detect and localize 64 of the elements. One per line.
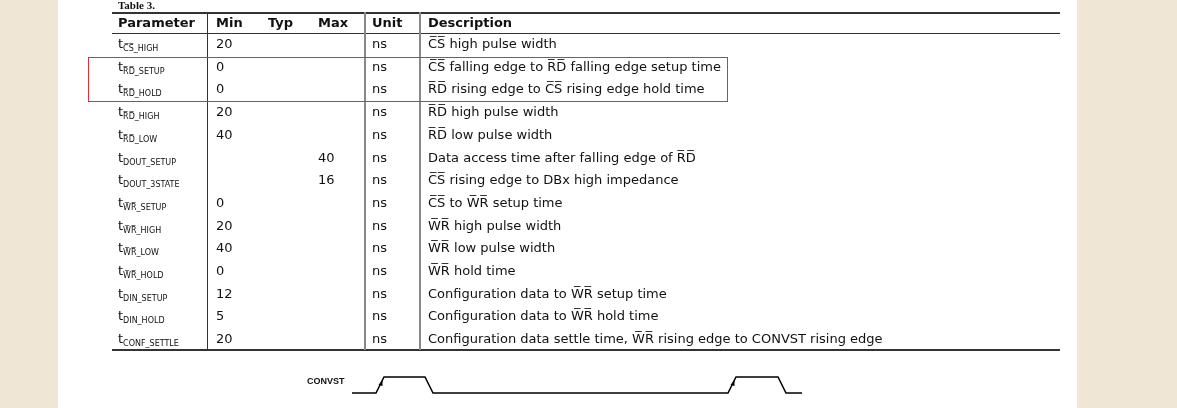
column-header: Typ — [268, 15, 294, 31]
signal-label: CONVST — [307, 376, 345, 387]
parameter-name: t$_{C̅S̅_HIGH}$ — [118, 36, 159, 55]
table-value: ns — [372, 285, 387, 302]
parameter-name: t$_{DIN_HOLD}$ — [118, 308, 165, 328]
column-header: Unit — [372, 15, 403, 31]
parameter-name: t$_{W̅R̅_SETUP}$ — [118, 194, 167, 214]
table-value: 16 — [318, 172, 335, 189]
parameter-name: t$_{W̅R̅_LOW}$ — [118, 240, 159, 260]
table-value: ns — [372, 36, 387, 52]
column-header: Parameter — [118, 15, 195, 31]
column-header: Description — [428, 15, 513, 31]
table-value: 20 — [216, 331, 233, 348]
table-value: ns — [372, 331, 387, 348]
table-value: ns — [372, 126, 387, 143]
table-value: ns — [372, 194, 387, 211]
table-value: 5 — [216, 308, 225, 325]
description-text: C̅S̅ to W̅R̅ setup time — [428, 194, 563, 211]
table-value: 0 — [216, 263, 225, 279]
table-value: 40 — [318, 149, 335, 166]
parameter-name: t$_{R̅D̅_SETUP}$ — [118, 58, 165, 78]
table-value: 12 — [216, 285, 233, 302]
table-title: Table 3. — [118, 0, 155, 11]
table-value: ns — [372, 149, 387, 166]
description-text: W̅R̅ hold time — [428, 263, 516, 279]
parameter-name: t$_{W̅R̅_HOLD}$ — [118, 263, 164, 282]
column-header: Min — [216, 15, 243, 31]
description-text: Data access time after falling edge of R̅D̅ — [428, 149, 696, 166]
description-text: R̅D̅ rising edge to C̅S̅ rising edge hold time — [428, 81, 705, 98]
description-text: Configuration data settle time, W̅R̅ rising edge to CONVST rising edge — [428, 331, 883, 348]
table-value: 20 — [216, 217, 233, 234]
parameter-name: t$_{R̅D̅_HOLD}$ — [118, 81, 162, 101]
parameter-name: t$_{R̅D̅_LOW}$ — [118, 126, 158, 146]
table-value: ns — [372, 58, 387, 75]
description-text: R̅D̅ high pulse width — [428, 104, 559, 121]
parameter-name: t$_{W̅R̅_HIGH}$ — [118, 217, 162, 237]
description-text: R̅D̅ low pulse width — [428, 126, 553, 143]
table-value: 0 — [216, 194, 225, 211]
table-value: ns — [372, 104, 387, 121]
table-value: ns — [372, 240, 387, 257]
description-text: Configuration data to W̅R̅ hold time — [428, 308, 659, 325]
table-value: 20 — [216, 36, 233, 52]
parameter-name: t$_{R̅D̅_HIGH}$ — [118, 104, 160, 124]
description-text: W̅R̅ low pulse width — [428, 240, 556, 257]
table-value: 0 — [216, 58, 225, 75]
parameter-name: t$_{DIN_SETUP}$ — [118, 285, 168, 305]
table-value: ns — [372, 172, 387, 189]
description-text: W̅R̅ high pulse width — [428, 217, 562, 234]
table-value: ns — [372, 263, 387, 279]
parameter-name: t$_{DOUT_SETUP}$ — [118, 149, 176, 169]
table-value: 40 — [216, 126, 233, 143]
description-text: Configuration data to W̅R̅ setup time — [428, 285, 667, 302]
table-value: 0 — [216, 81, 225, 98]
table-value: 40 — [216, 240, 233, 257]
column-header: Max — [318, 15, 349, 31]
table-value: 20 — [216, 104, 233, 121]
parameter-name: t$_{CONF_SETTLE}$ — [118, 331, 179, 351]
table-value: ns — [372, 217, 387, 234]
description-text: C̅S̅ rising edge to DBx high impedance — [428, 172, 679, 189]
table-value: ns — [372, 81, 387, 98]
table-value: ns — [372, 308, 387, 325]
parameter-name: t$_{DOUT_3STATE}$ — [118, 172, 180, 192]
description-text: C̅S̅ high pulse width — [428, 36, 557, 52]
description-text: C̅S̅ falling edge to R̅D̅ falling edge setup time — [428, 58, 721, 75]
